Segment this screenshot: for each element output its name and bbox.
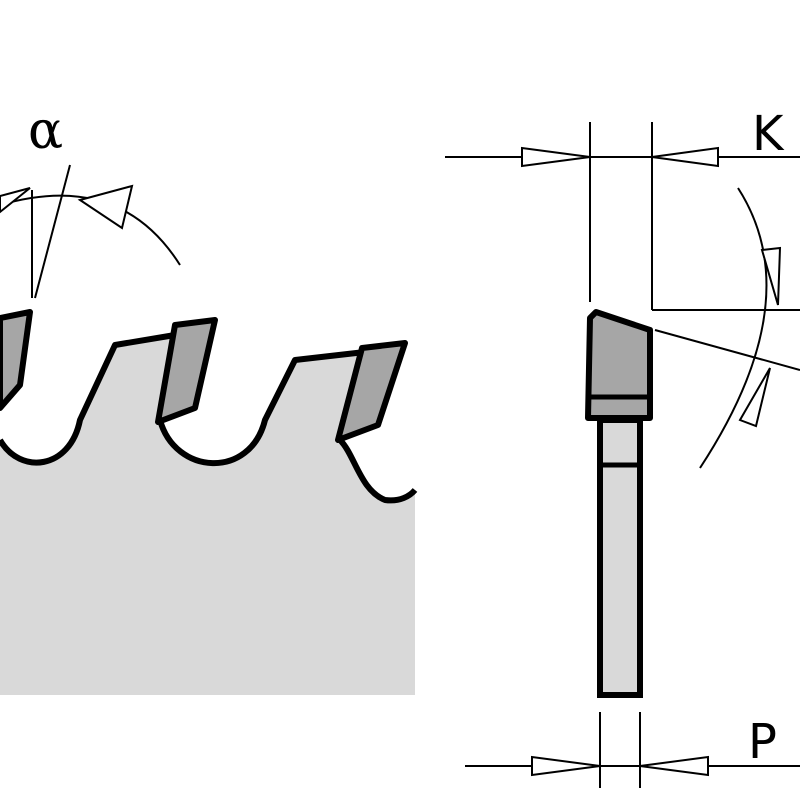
alpha-label: α (28, 101, 63, 161)
blade-cross-section: K P (445, 106, 800, 788)
kerf-arrow-right (651, 146, 719, 168)
tooth-tip-3 (335, 340, 408, 443)
plate-arrow-left (531, 755, 601, 777)
bevel-arrow-top (760, 246, 782, 306)
plate-section (597, 417, 643, 698)
blade-outline (0, 332, 418, 504)
plate-label: P (748, 714, 777, 770)
blade-body (0, 335, 415, 695)
alpha-arrow-right (77, 184, 134, 230)
bevel-arc (699, 187, 768, 469)
alpha-angled-line (34, 164, 71, 299)
bevel-ref-angled (654, 329, 800, 371)
bevel-arrow-bottom (738, 367, 771, 428)
alpha-arrow-left (0, 187, 31, 214)
tooth-tip-1 (0, 309, 33, 411)
kerf-arrow-left (521, 146, 591, 168)
tooth-tip-2 (155, 317, 218, 425)
plate-arrow-right (639, 755, 709, 777)
blade-side-view: α (0, 101, 418, 695)
tip-section (585, 309, 653, 421)
kerf-label: K (752, 106, 785, 162)
